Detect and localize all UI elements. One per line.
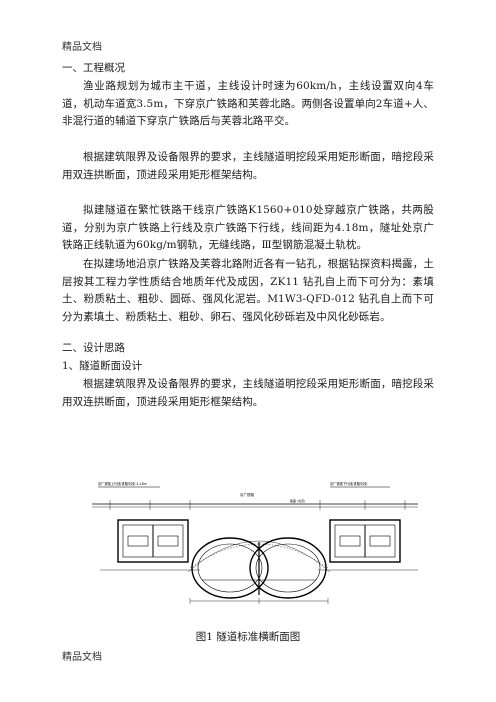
right-box-culvert <box>318 519 418 571</box>
double-arch-tunnel <box>187 537 331 599</box>
page-header: 精品文档 <box>62 42 102 53</box>
figure-label-right: 京广铁路下行线(铁路中线) <box>330 481 368 486</box>
figure-caption: 图1 隧道标准横断面图 <box>195 631 301 643</box>
section2-heading: 二、设计思路 <box>62 342 125 354</box>
section2-paragraph: 根据建筑限界及设备限界的要求，主线隧道明挖段采用矩形断面，暗挖段采用双连拱断面，… <box>62 378 434 408</box>
figure-label-left: 京广铁路上行线(铁路中线) 4.18m <box>98 481 147 486</box>
page-footer: 精品文档 <box>62 652 102 663</box>
section1-paragraph-4: 在拟建场地沿京广铁路及芙蓉北路附近各有一钻孔，根据钻探资料揭露，土层按其工程力学… <box>62 258 434 323</box>
section1-heading: 一、工程概况 <box>62 62 125 74</box>
left-box-culvert <box>100 519 200 571</box>
tunnel-cross-section-drawing: 京广铁路上行线(铁路中线) 4.18m 京广铁路下行线(铁路中线) 京广铁路 路… <box>92 481 418 604</box>
figure-label-center: 京广铁路 <box>240 492 254 497</box>
figure-label-note: 路面 (北京) <box>290 498 305 503</box>
section1-paragraph-2: 根据建筑限界及设备限界的要求，主线隧道明挖段采用矩形断面，暗挖段采用双连拱断面，… <box>62 151 434 181</box>
section1-paragraph-3: 拟建隧道在繁忙铁路干线京广铁路K1560+010处穿越京广铁路，共两股道，分别为… <box>62 204 434 252</box>
section1-paragraph-1: 渔业路规划为城市主干道，主线设计时速为60km/h，主线设置双向4车道，机动车道… <box>62 80 434 128</box>
section2-subheading: 1、隧道断面设计 <box>62 360 143 372</box>
